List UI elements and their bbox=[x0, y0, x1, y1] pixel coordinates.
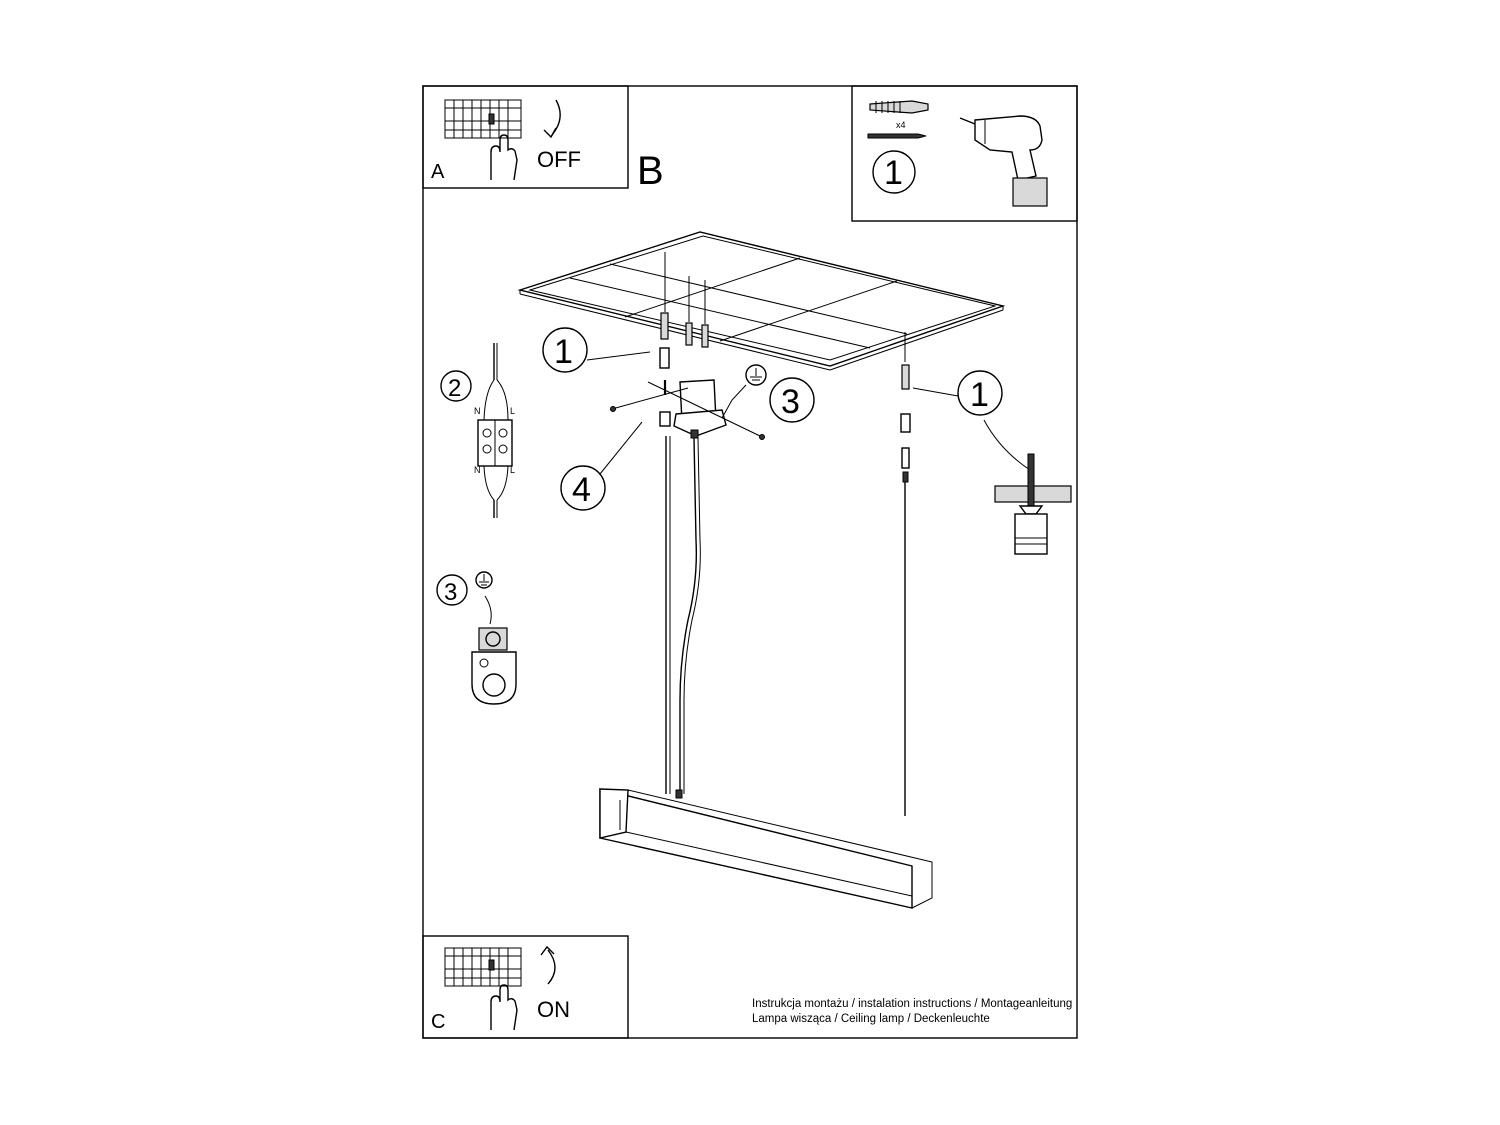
step-circle bbox=[872, 150, 916, 194]
mounting-bracket bbox=[610, 379, 765, 440]
wire-label-live-top: L bbox=[510, 406, 515, 416]
svg-text:2: 2 bbox=[448, 375, 461, 402]
anchor-set-right bbox=[900, 332, 911, 483]
footer-title-line-2: Lampa wisząca / Ceiling lamp / Deckenleu… bbox=[752, 1013, 990, 1025]
panel-c-action: ON bbox=[537, 997, 570, 1022]
panel-b-letter: B bbox=[637, 149, 664, 193]
svg-text:4: 4 bbox=[572, 471, 591, 509]
ground-icon bbox=[475, 571, 493, 589]
hand-icon bbox=[490, 984, 518, 1031]
screw-icon bbox=[867, 133, 927, 139]
panel-a-letter: A bbox=[431, 161, 445, 183]
anchor-set-left bbox=[659, 252, 709, 395]
arrow-down-icon bbox=[551, 99, 561, 136]
hardware-panel: x4 1 bbox=[851, 85, 1078, 222]
panel-c-letter: C bbox=[431, 1011, 445, 1033]
svg-text:3: 3 bbox=[444, 579, 457, 606]
hand-icon bbox=[490, 134, 518, 181]
svg-text:3: 3 bbox=[781, 383, 800, 421]
arrow-head-icon bbox=[543, 127, 557, 139]
svg-text:1: 1 bbox=[970, 376, 989, 414]
wire-label-neutral-top: N bbox=[474, 406, 481, 416]
arrow-up-icon bbox=[547, 949, 556, 985]
wire-label-live-bottom: L bbox=[510, 465, 515, 475]
wall-plug-icon bbox=[869, 100, 929, 114]
callout-anchor-left: 1 bbox=[542, 327, 651, 373]
panel-a-power-off: A OFF bbox=[422, 85, 629, 189]
panel-c-power-on: C ON bbox=[422, 935, 629, 1039]
panel-a-action: OFF bbox=[537, 147, 581, 172]
breaker-box-icon bbox=[444, 947, 522, 987]
ceiling-panel bbox=[517, 231, 1006, 371]
footer-title-line-1: Instrukcja montażu / instalation instruc… bbox=[752, 998, 1072, 1010]
ground-detail: 3 bbox=[436, 571, 517, 705]
arrow-head-icon bbox=[540, 945, 555, 956]
wire-label-neutral-bottom: N bbox=[474, 465, 481, 475]
sheet-border bbox=[422, 85, 1078, 1039]
hardware-quantity: x4 bbox=[896, 120, 906, 130]
lamp-body bbox=[599, 788, 933, 909]
drill-icon bbox=[959, 115, 1048, 207]
hardware-step-number: 1 bbox=[884, 154, 903, 192]
power-cord bbox=[679, 437, 697, 794]
ground-icon bbox=[745, 364, 767, 386]
wiring-detail: 2 N L N L bbox=[440, 343, 515, 518]
svg-text:1: 1 bbox=[554, 333, 573, 371]
callout-anchor-right: 1 bbox=[912, 370, 1003, 416]
callout-ground-main: 3 bbox=[721, 364, 815, 423]
callout-bracket: 4 bbox=[560, 421, 643, 511]
anchor-cross-section bbox=[983, 419, 1072, 555]
breaker-box-icon bbox=[444, 99, 522, 139]
